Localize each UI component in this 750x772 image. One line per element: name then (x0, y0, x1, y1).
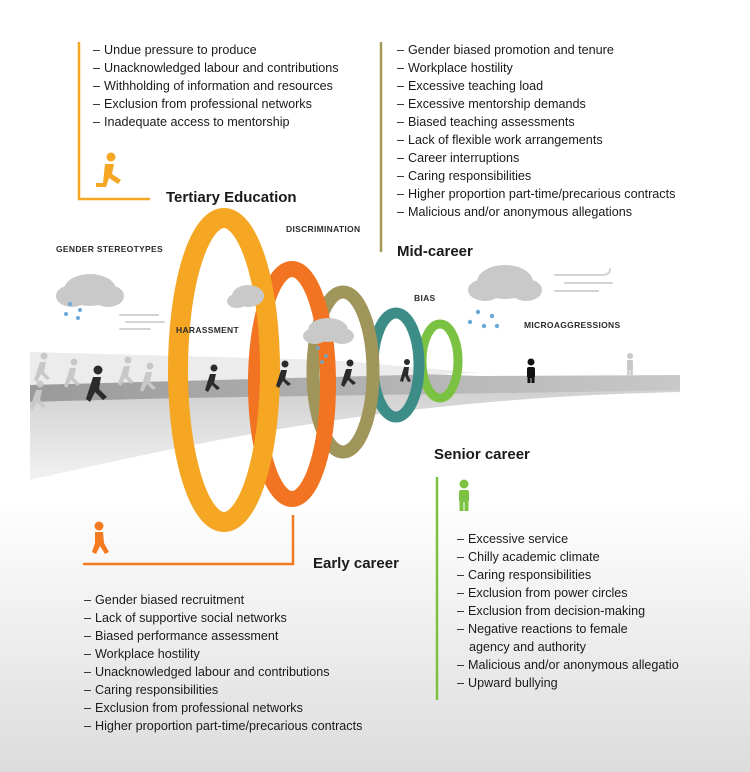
running-person-icon (30, 352, 156, 410)
list-item: –Excessive service (457, 532, 569, 546)
list-item: –Career interruptions (397, 151, 520, 165)
walking-person-icon (92, 521, 109, 554)
barrier-label-gender-stereotypes: GENDER STEREOTYPES (56, 244, 163, 254)
list-item: –Inadequate access to mentorship (93, 115, 290, 129)
cloud-icon (56, 274, 124, 307)
list-item: –Caring responsibilities (457, 568, 592, 582)
early-bracket (83, 515, 295, 566)
list-item: –Excessive mentorship demands (397, 97, 586, 111)
standing-person-icon (459, 479, 469, 511)
list-item: –Upward bullying (457, 676, 558, 690)
mid-career-challenges-list: –Gender biased promotion and tenure –Wor… (397, 41, 675, 221)
list-item: –Higher proportion part-time/precarious … (397, 187, 676, 201)
standing-person-icon (527, 358, 535, 383)
list-item: –Biased performance assessment (84, 629, 279, 643)
list-item: –Excessive teaching load (397, 79, 544, 93)
stage-title-senior: Senior career (434, 446, 530, 463)
list-item: –Unacknowledged labour and contributions (93, 61, 339, 75)
barrier-label-harassment: HARASSMENT (176, 325, 239, 335)
list-item: –Malicious and/or anonymous allegatio (457, 658, 679, 672)
running-person-icon (86, 365, 107, 402)
ring-orange (248, 261, 336, 507)
early-career-challenges-list: –Gender biased recruitment –Lack of supp… (84, 591, 362, 735)
tertiary-bracket (77, 42, 150, 201)
list-item: agency and authority (469, 640, 586, 654)
list-item: –Biased teaching assessments (397, 115, 575, 129)
running-person-icon (205, 364, 220, 392)
wind-icon (554, 268, 613, 292)
list-item: –Gender biased promotion and tenure (397, 43, 614, 57)
ring-yellow (168, 208, 280, 532)
list-item: –Lack of supportive social networks (84, 611, 287, 625)
list-item: –Exclusion from power circles (457, 586, 628, 600)
running-person-icon (276, 360, 291, 388)
rain-icon (64, 302, 82, 320)
list-item: –Negative reactions to female (457, 622, 628, 636)
list-item: –Chilly academic climate (457, 550, 600, 564)
list-item: –Exclusion from professional networks (84, 701, 303, 715)
barrier-label-bias: BIAS (414, 293, 436, 303)
list-item: –Higher proportion part-time/precarious … (84, 719, 363, 733)
cloud-icon (227, 285, 264, 308)
rain-icon (316, 346, 328, 364)
barrier-label-discrimination: DISCRIMINATION (286, 224, 361, 234)
barrier-label-microaggressions: MICROAGGRESSIONS (524, 320, 621, 330)
tertiary-challenges-list: –Undue pressure to produce –Unacknowledg… (93, 41, 339, 131)
list-item: –Exclusion from decision-making (457, 604, 646, 618)
list-item: –Lack of flexible work arrangements (397, 133, 603, 147)
list-item: –Workplace hostility (397, 61, 513, 75)
standing-person-icon (627, 353, 633, 375)
list-item: –Exclusion from professional networks (93, 97, 312, 111)
senior-career-challenges-list: –Excessive service –Chilly academic clim… (457, 530, 679, 692)
running-person-icon (341, 359, 356, 387)
list-item: –Gender biased recruitment (84, 593, 245, 607)
stage-title-tertiary: Tertiary Education (166, 189, 297, 206)
list-item: –Caring responsibilities (84, 683, 219, 697)
cloud-icon (303, 318, 354, 344)
list-item: –Undue pressure to produce (93, 43, 257, 57)
walking-person-icon (400, 359, 411, 382)
ring-olive (306, 285, 380, 459)
cloud-icon (468, 265, 542, 301)
road-side (30, 385, 680, 480)
list-item: –Unacknowledged labour and contributions (84, 665, 330, 679)
running-person-icon (96, 152, 121, 187)
list-item: –Malicious and/or anonymous allegations (397, 205, 633, 219)
list-item: –Workplace hostility (84, 647, 200, 661)
list-item: –Caring responsibilities (397, 169, 532, 183)
wind-icon (119, 314, 165, 330)
list-item: –Withholding of information and resource… (93, 79, 333, 93)
stage-title-early: Early career (313, 555, 399, 572)
stage-title-mid: Mid-career (397, 243, 473, 260)
rain-icon (467, 309, 500, 329)
